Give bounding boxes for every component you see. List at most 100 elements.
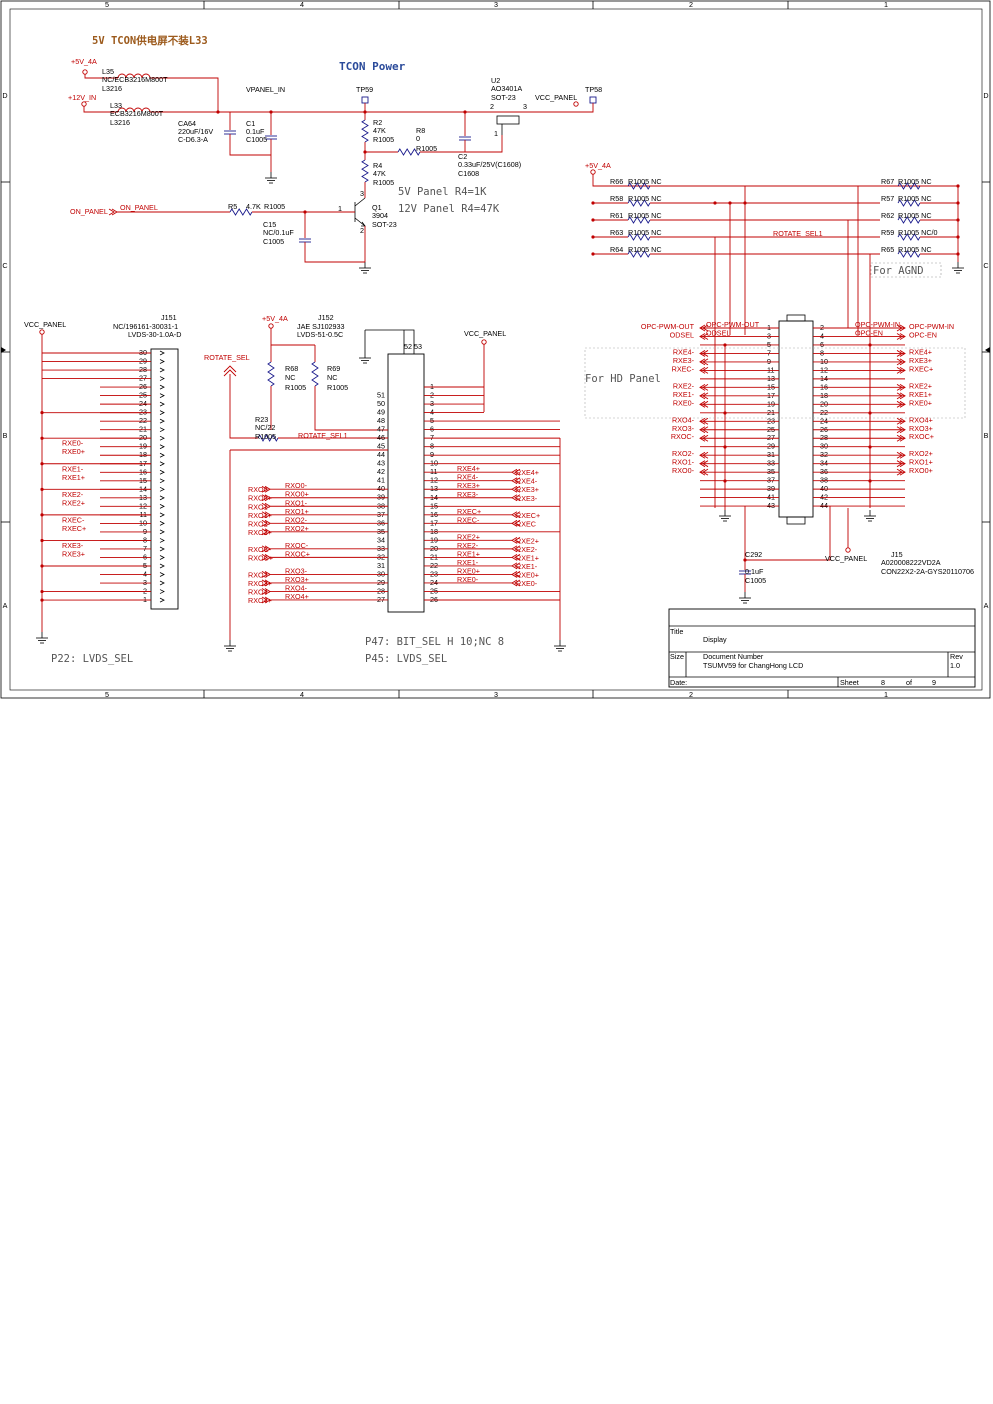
col-label-bottom: 1 (884, 690, 888, 699)
j15-right-pin: 16 (820, 382, 828, 391)
port-arrow (699, 451, 706, 459)
port-arrow (264, 502, 271, 510)
j15-right-port: RXO3+ (909, 424, 933, 433)
rotate-left-ref: R61 (610, 211, 623, 220)
j15-right-port: RXO1+ (909, 458, 933, 467)
port-arrow (896, 333, 903, 340)
wire (84, 74, 118, 79)
j15-right-pin: 2 (820, 323, 824, 332)
j15-left-pin: 31 (767, 450, 775, 459)
rotate-right-ref: R65 (881, 245, 894, 254)
j152-left-pin: 41 (377, 476, 385, 485)
resistor (267, 361, 275, 387)
port-arrow (261, 502, 268, 510)
j151-pin: 5 (143, 561, 147, 570)
test-point (361, 96, 369, 104)
j152-right-port: RXE3- (516, 494, 538, 503)
j152-right-signal: RXE3- (457, 490, 479, 499)
port-arrow (699, 367, 706, 374)
on-panel-net: ON_PANEL (120, 203, 158, 212)
j15-left-pin: 5 (767, 340, 771, 349)
j151-signal: RXEC- (62, 515, 85, 524)
r8-ref: R8 (416, 126, 425, 135)
wire (744, 506, 831, 561)
j152-right-pin: 17 (430, 518, 438, 527)
j151-pin: 8 (143, 535, 147, 544)
port-arrow (514, 579, 521, 587)
junction-dot (723, 445, 727, 449)
ca64-pkg: C-D6.3-A (178, 135, 208, 144)
rotate-left-value: R1005 NC (628, 211, 662, 220)
junction-dot (956, 235, 960, 239)
col-label-top: 1 (884, 0, 888, 9)
port-arrow (899, 383, 906, 391)
wire (159, 418, 165, 424)
port-arrow (899, 358, 906, 366)
wire (159, 572, 165, 577)
port-arrow (899, 350, 906, 357)
j151-signal: RXE3+ (62, 549, 85, 558)
rotate-right-value: R1005 NC (898, 245, 932, 254)
port-arrow (261, 511, 268, 519)
l35-pkg: L3216 (102, 84, 122, 93)
port-arrow (261, 519, 268, 527)
j15-right-pin: 32 (820, 450, 828, 459)
j152-right-signal: RXE1- (457, 558, 479, 567)
j151-pin: 14 (139, 484, 147, 493)
j152-right-pin: 13 (430, 484, 438, 493)
j152-left-pin: 45 (377, 442, 385, 451)
port-arrow (699, 383, 706, 391)
rotate-left-ref: R66 (610, 177, 623, 186)
j152-bottom-label2: P45: LVDS_SEL (365, 653, 447, 665)
docnum-value: TSUMV59 for ChangHong LCD (703, 661, 803, 670)
wire (159, 589, 165, 594)
wire (159, 486, 165, 492)
port-arrow (514, 536, 521, 544)
j152-left-port: RXOC- (248, 545, 272, 554)
j152-left-signal: RXO4+ (285, 592, 309, 601)
junction-dot (723, 411, 727, 415)
port-arrow (511, 519, 518, 527)
rotate-left-value: R1005 NC (628, 177, 662, 186)
j15-right-pin: 30 (820, 442, 828, 451)
q1-pin: 3 (360, 189, 364, 198)
j152-body (387, 353, 425, 613)
wire (159, 580, 165, 586)
j15-left-signal: OPC-PWM-OUT (706, 320, 760, 329)
j152-right-pin: 26 (430, 595, 438, 604)
port-arrow (896, 367, 903, 374)
junction-dot (40, 462, 44, 466)
port-arrow (264, 528, 271, 536)
j15-left-pin: 43 (767, 501, 775, 510)
j152-right-port: RXEC (516, 519, 536, 528)
port-arrow (896, 350, 903, 357)
wire (159, 478, 165, 484)
note-5v-panel: 5V Panel R4=1K (398, 186, 487, 198)
junction-dot (591, 252, 595, 256)
j15-left-port: RXE1- (673, 390, 695, 399)
port-arrow (702, 324, 709, 332)
j152-right-port: RXE1+ (516, 553, 539, 562)
j152-left-pin: 51 (377, 391, 385, 400)
port-arrow (699, 460, 706, 468)
junction-dot (868, 445, 872, 449)
port-arrow (264, 511, 271, 519)
j151-signal: RXE0- (62, 439, 84, 448)
port-arrow (896, 426, 903, 434)
wire (159, 504, 165, 509)
r2-ref: R2 (373, 118, 382, 127)
j152-right-pin: 18 (430, 527, 438, 536)
port-arrow (511, 562, 518, 570)
j151-pin: 12 (139, 501, 147, 510)
rail-symbol (268, 323, 274, 329)
j152-vcc-label: VCC_PANEL (464, 329, 506, 338)
junction-dot (713, 201, 717, 205)
junction-dot (591, 201, 595, 205)
c2-pkg: C1608 (458, 169, 479, 178)
j152-left-port: RXOC+ (248, 553, 273, 562)
wire (354, 197, 366, 207)
resistor (897, 199, 921, 207)
j152-right-pin: 4 (430, 408, 434, 417)
wire (304, 242, 365, 263)
